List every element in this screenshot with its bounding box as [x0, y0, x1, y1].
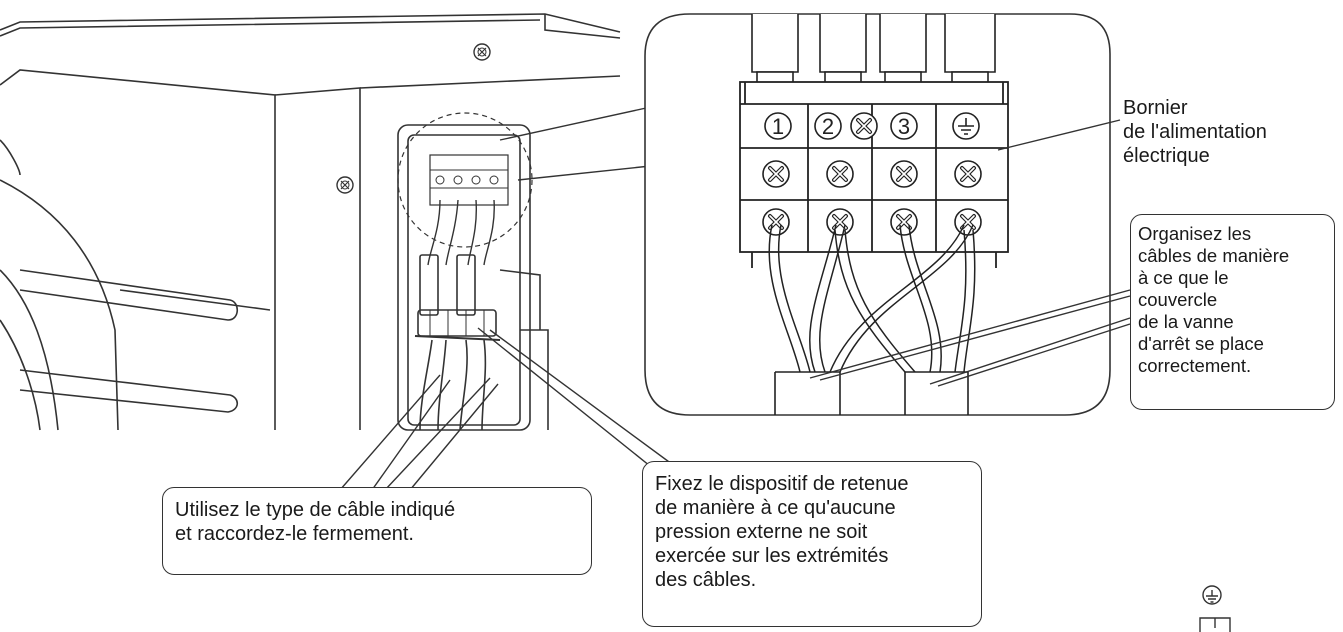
ground-terminal-detail — [1199, 617, 1231, 632]
terminal-numbers: 1 2 3 — [764, 112, 918, 140]
terminal-screw-icon — [889, 207, 919, 237]
label-bornier: Bornier de l'alimentation électrique — [1123, 97, 1267, 167]
terminal-screw-icon — [825, 207, 855, 237]
terminal-label-1: 1 — [772, 114, 784, 139]
terminal-screw-icon — [953, 207, 983, 237]
terminal-screw-icon — [761, 207, 791, 237]
outdoor-unit — [0, 13, 621, 431]
terminal-label-2: 2 — [822, 114, 834, 139]
terminal-screw-icon — [825, 159, 855, 189]
label-utilisez: Utilisez le type de câble indiqué et rac… — [162, 487, 592, 575]
label-organisez: Organisez les câbles de manière à ce que… — [1130, 214, 1335, 410]
ground-icon — [1202, 585, 1222, 605]
screw-icon — [336, 176, 354, 194]
ground-icon — [952, 112, 980, 140]
zoom-callout-lines — [499, 104, 661, 181]
screw-icon — [473, 43, 491, 61]
label-fixez: Fixez le dispositif de retenue de manièr… — [642, 461, 982, 627]
terminal-screw-icon — [889, 159, 919, 189]
enlarged-terminal-view: 1 2 3 — [644, 13, 1111, 416]
terminal-screw-icon — [849, 111, 879, 141]
leader-lines — [339, 119, 1131, 491]
terminal-screw-icon — [761, 159, 791, 189]
terminal-label-3: 3 — [898, 114, 910, 139]
terminal-screw-icon — [953, 159, 983, 189]
